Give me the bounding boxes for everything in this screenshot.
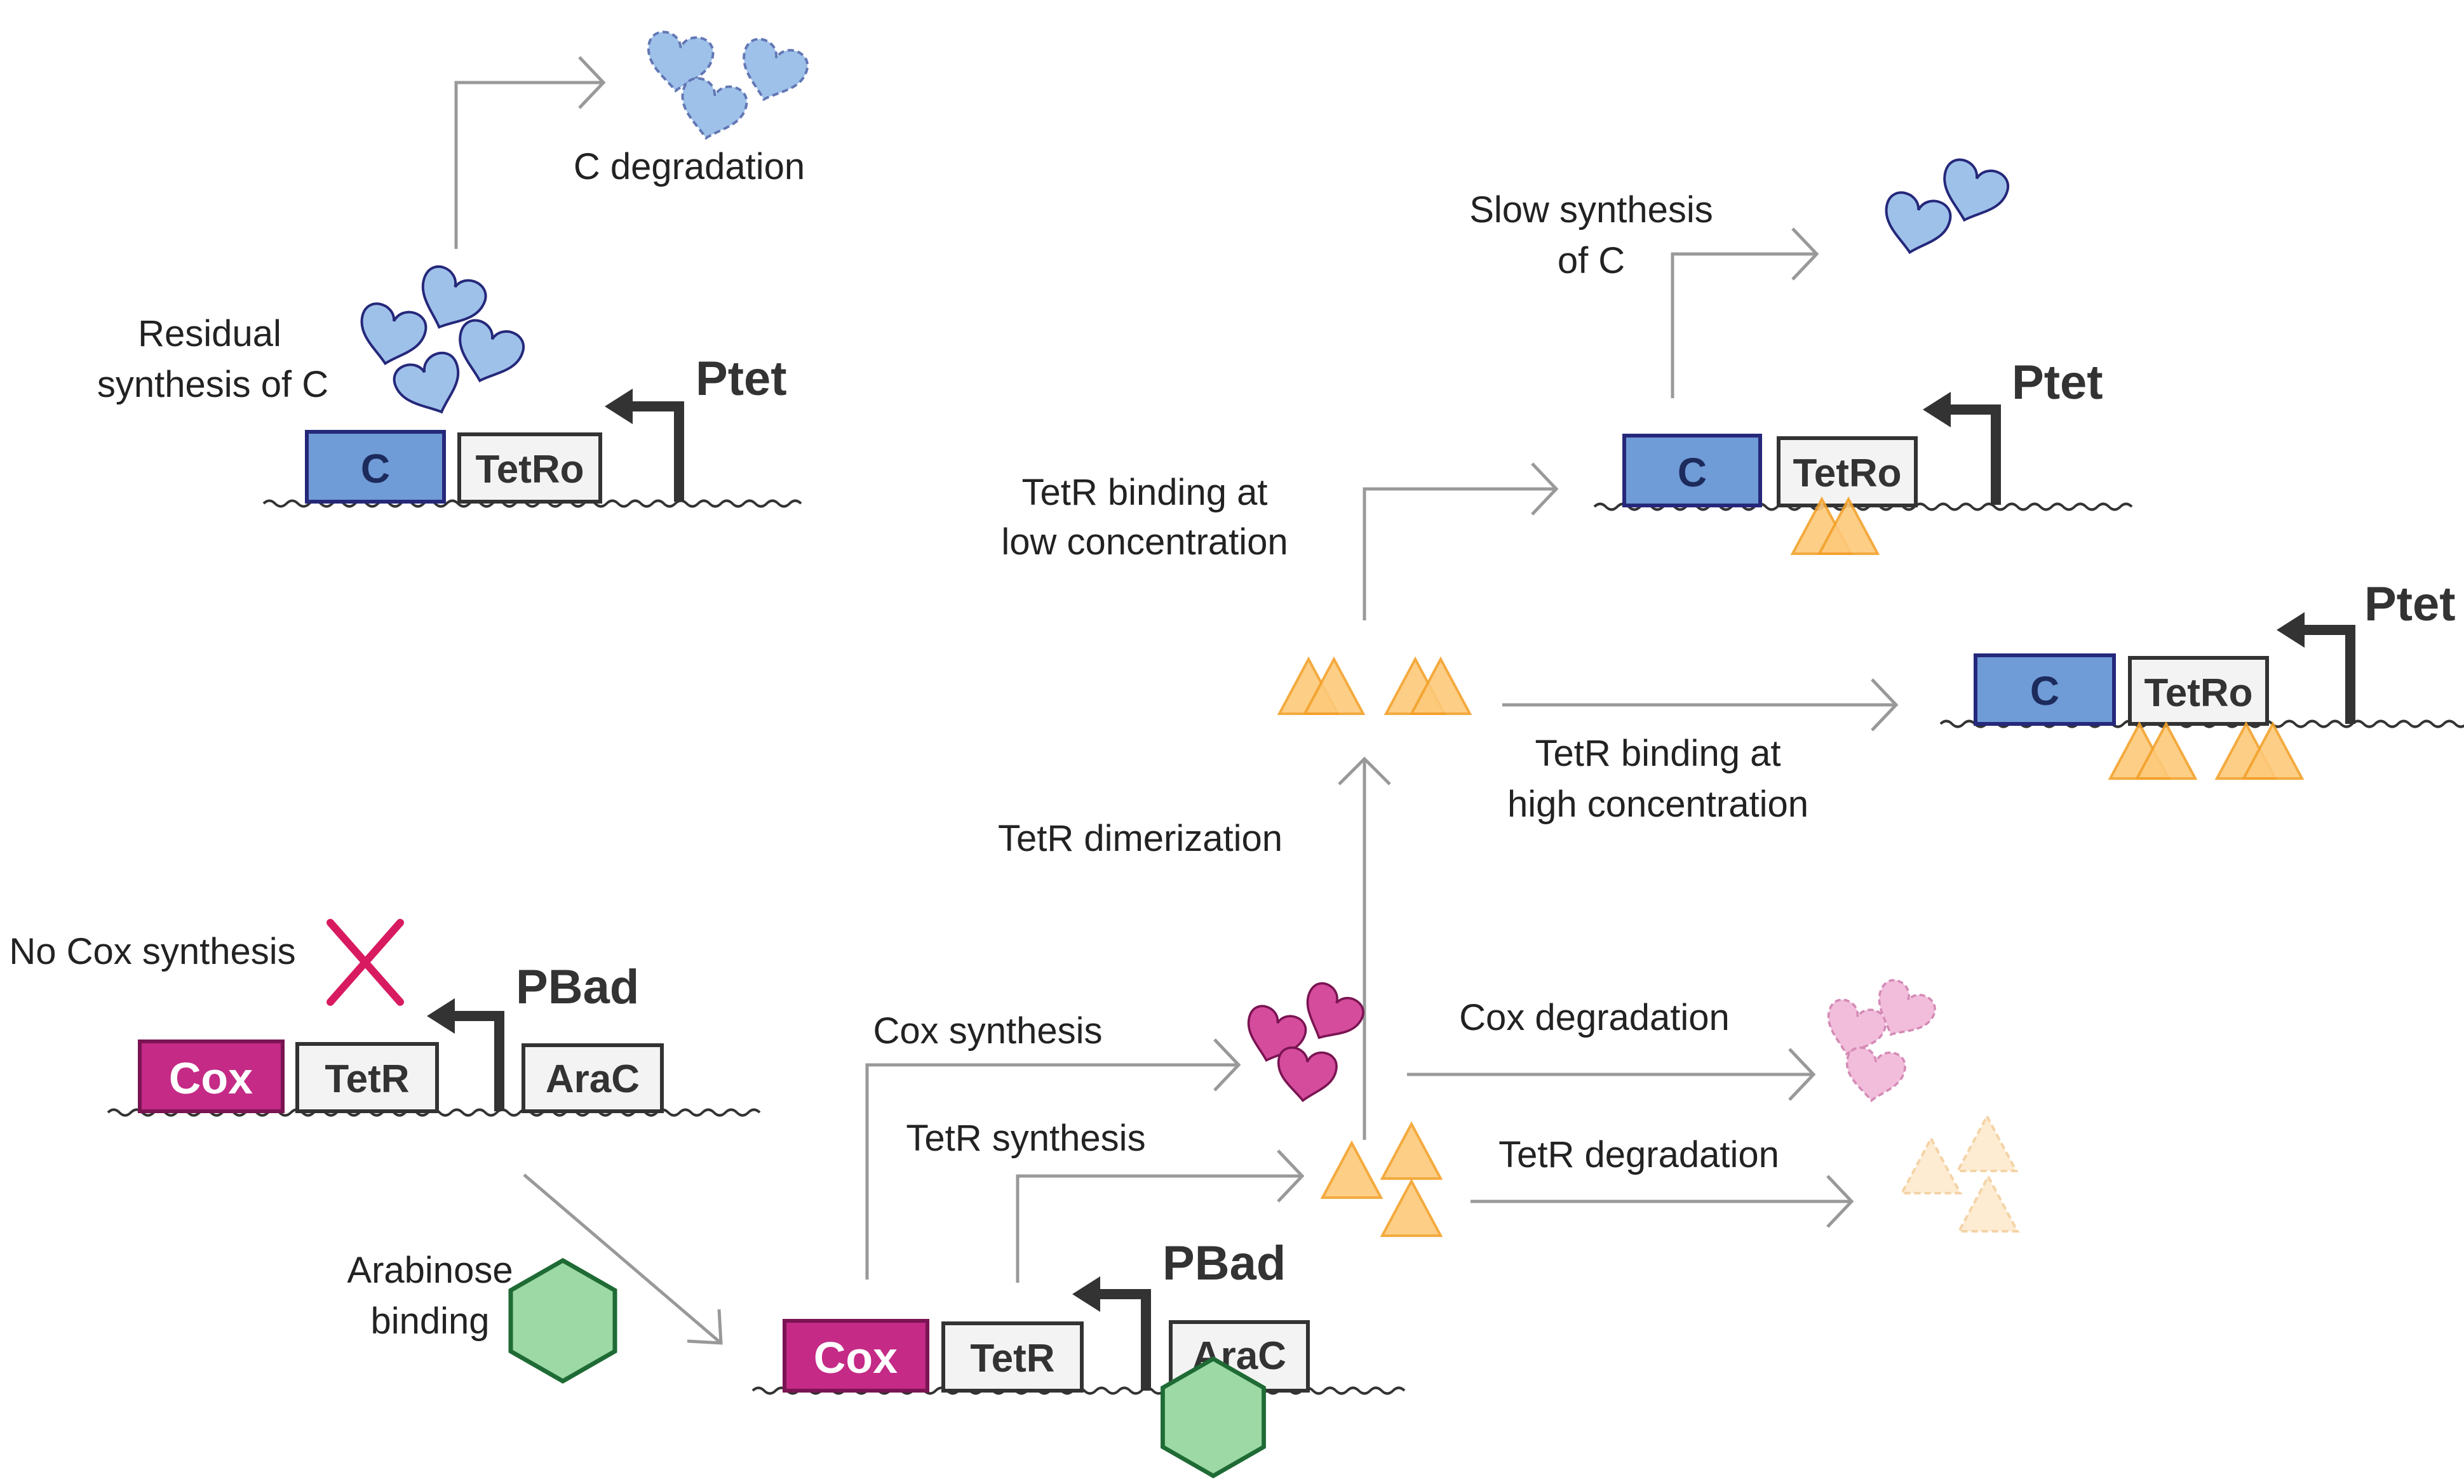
ptet-label: Ptet [696,352,787,406]
tetr-low-label: TetR binding at [1022,472,1268,513]
arrow-tetr-synthesis [1016,1174,1302,1283]
gene-cox-box-on [783,1319,929,1393]
dna-ptet-top-left: C TetRo Ptet [262,352,802,508]
dna-pbad-on: Cox TetR PBad AraC [751,1236,1406,1476]
tetr-high-label-2: high concentration [1507,784,1808,825]
ptet-promoter-arrow-high [2301,625,2355,724]
arac-box-off [522,1043,664,1113]
cox-degradation-label: Cox degradation [1459,997,1730,1038]
gene-cox-label-off: Cox [169,1053,253,1103]
pbad-label-on: PBad [1162,1236,1286,1290]
tetr-high-label: TetR binding at [1535,733,1781,774]
arrowhead-tetr-degradation [1826,1175,1854,1228]
tetr-degradation-label: TetR degradation [1498,1134,1779,1175]
pbad-arrowhead-on [1072,1276,1100,1312]
cox-synthesis-label: Cox synthesis [873,1010,1102,1052]
tetr-gene-label-on: TetR [970,1337,1054,1380]
arrow-slow-synthesis [1671,252,1817,398]
arrow-to-c-degradation [454,81,603,249]
pbad-promoter-arrow-off [451,1011,504,1111]
gene-c-box-high [1974,653,2116,726]
ptet-arrowhead [605,389,633,424]
residual-synthesis-label: Residual [138,313,281,354]
ptet-promoter-arrow [629,401,684,502]
no-synthesis-cross [327,919,404,1006]
arrowhead-tetr-dimerization [1338,756,1391,785]
tetr-monomer-cluster [1321,1123,1442,1237]
dna-ptet-high-tetr: C TetRo Ptet [1939,577,2464,780]
arrowhead-arabinose-binding [687,1309,723,1345]
gene-c-box-low [1622,434,1762,507]
slow-synthesis-label-2: of C [1558,240,1625,281]
arrowhead-tetr-synthesis [1277,1149,1305,1203]
ptet-promoter-arrow-low [1947,404,2001,505]
c-degradation-label: C degradation [574,146,805,187]
tetr-dimers-free [1278,658,1471,715]
gene-c-label-high: C [2030,668,2059,714]
cox-protein-cluster [1236,977,1370,1107]
arabinose-molecule [511,1260,615,1381]
tetr-gene-box-off [295,1042,439,1113]
tetr-low-label-2: low concentration [1001,521,1288,563]
c-protein-slow [1875,154,2014,262]
arrow-arabinose-binding [523,1173,722,1344]
ptet-arrowhead-low [1923,392,1951,427]
no-cox-synthesis-label: No Cox synthesis [9,931,295,972]
tetro-label-low: TetRo [1793,451,1901,495]
arrow-tetr-low [1363,487,1556,620]
dna-pbad-off: Cox TetR PBad AraC [107,960,761,1117]
tetro-box [457,432,602,504]
pbad-promoter-arrow-on [1096,1289,1151,1391]
tetr-gene-label-off: TetR [325,1057,409,1101]
c-protein-cluster-residual [351,260,529,425]
tetr-synthesis-label: TetR synthesis [906,1118,1145,1159]
ptet-arrowhead-high [2277,612,2305,648]
arrowhead-tetr-high [1871,678,1899,732]
slow-synthesis-label: Slow synthesis [1469,189,1713,231]
tetr-dimers-bound-high [2109,723,2303,780]
arabinose-binding-label: Arabinose [347,1250,513,1291]
tetro-box-high [2128,656,2269,726]
tetro-label: TetRo [475,448,584,491]
gene-cox-box-off [138,1039,285,1113]
dna-ptet-low-tetr: C TetRo Ptet [1593,356,2133,555]
gene-c-box [305,430,446,504]
arrowhead-cox-degradation [1788,1048,1816,1101]
arrowhead-cox-synthesis [1213,1038,1241,1092]
residual-synthesis-label-2: synthesis of C [97,364,328,405]
arrowhead-tetr-low [1531,462,1559,516]
arrow-cox-synthesis [865,1063,1239,1280]
arrowhead-slow-synthesis [1791,227,1819,281]
tetr-gene-box-on [941,1321,1084,1393]
ptet-label-low: Ptet [2012,356,2103,410]
tetr-degraded-cluster [1901,1115,2019,1233]
tetr-dimerization-label: TetR dimerization [998,818,1282,859]
cox-protein-degraded-cluster [1816,973,1941,1107]
ptet-label-high: Ptet [2364,577,2456,631]
pbad-label-off: PBad [516,960,639,1014]
gene-cox-label-on: Cox [814,1333,898,1382]
c-protein-degraded-cluster [640,28,813,147]
pbad-arrowhead-off [427,998,455,1034]
tetro-label-high: TetRo [2144,671,2252,715]
arrowhead-c-degradation [578,56,606,109]
arabinose-binding-label-2: binding [370,1300,489,1342]
gene-c-label-low: C [1678,450,1707,495]
arac-label-off: AraC [546,1057,640,1101]
gene-c-label: C [361,446,390,491]
